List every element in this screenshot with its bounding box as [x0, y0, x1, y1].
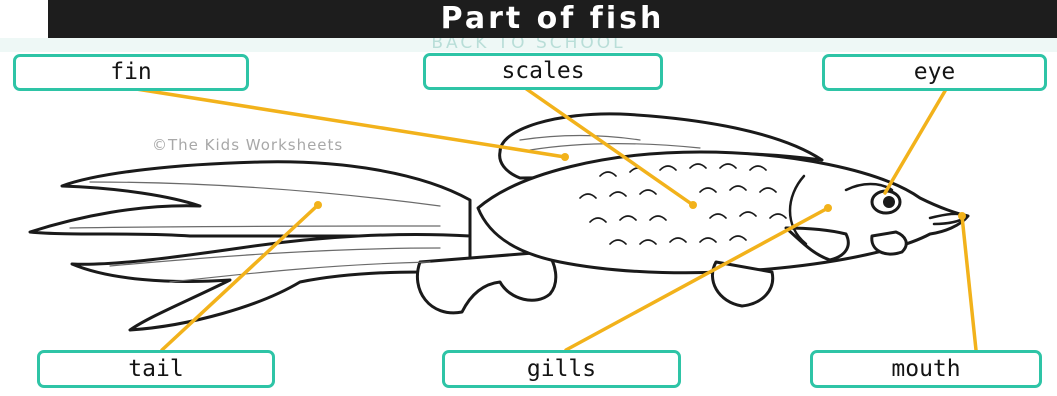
- leader-line-eye: [885, 91, 945, 193]
- chin-fin: [872, 232, 906, 254]
- watermark: ©The Kids Worksheets: [152, 136, 343, 154]
- label-gills: gills: [442, 350, 681, 388]
- point-tail: [314, 201, 322, 209]
- point-gills: [824, 204, 832, 212]
- point-scales: [689, 201, 697, 209]
- label-tail: tail: [37, 350, 275, 388]
- label-fin: fin: [13, 54, 249, 91]
- point-mouth: [958, 212, 966, 220]
- label-eye: eye: [822, 54, 1047, 91]
- point-fin: [561, 153, 569, 161]
- leader-line-mouth: [962, 216, 976, 350]
- anal-fin: [417, 252, 555, 313]
- tail-fin-upper: [30, 162, 470, 236]
- label-mouth: mouth: [810, 350, 1042, 388]
- eye-pupil: [883, 196, 895, 208]
- label-scales: scales: [423, 53, 663, 90]
